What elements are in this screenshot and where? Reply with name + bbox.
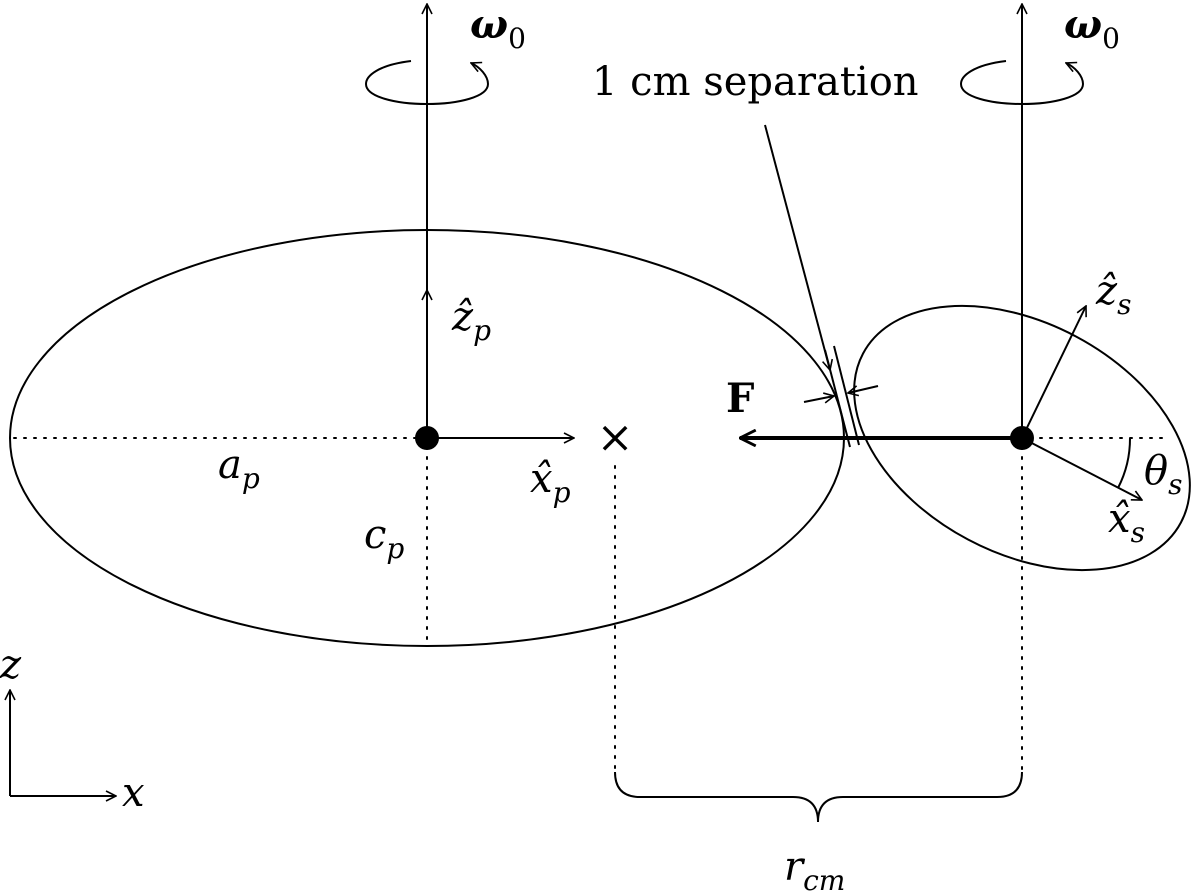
r-cm-brace <box>614 771 1023 823</box>
c-p-label: cp <box>364 512 404 565</box>
z-hat-p-label: ẑp <box>451 294 491 347</box>
separation-label: 1 cm separation <box>592 59 919 105</box>
axis-x-label: x <box>122 770 145 816</box>
force-label: F <box>726 375 754 422</box>
secondary-ellipse <box>853 304 1191 572</box>
center-of-mass-cross: × <box>597 412 634 463</box>
rotation-curl-right-icon <box>959 60 1085 106</box>
z-hat-s-arrow <box>1021 306 1086 439</box>
theta-s-arc <box>1117 437 1132 489</box>
a-p-label: ap <box>218 442 260 495</box>
x-hat-s-arrow <box>1021 437 1142 501</box>
z-hat-s-label: ẑs <box>1095 268 1131 321</box>
separation-pointer <box>764 124 830 370</box>
x-hat-s-label: x̂s <box>1108 496 1145 549</box>
x-hat-p-label: x̂p <box>530 456 571 509</box>
separation-arrow-right <box>848 385 879 393</box>
primary-center-dot <box>415 426 439 450</box>
separation-arrow-left <box>803 396 834 402</box>
r-cm-label: rcm <box>784 844 845 892</box>
theta-s-label: θs <box>1144 448 1182 501</box>
rotation-curl-left-icon <box>364 60 490 106</box>
omega-right-label: ω0 <box>1064 1 1120 55</box>
axis-z-label: z <box>0 642 22 688</box>
omega-left-label: ω0 <box>470 1 526 55</box>
